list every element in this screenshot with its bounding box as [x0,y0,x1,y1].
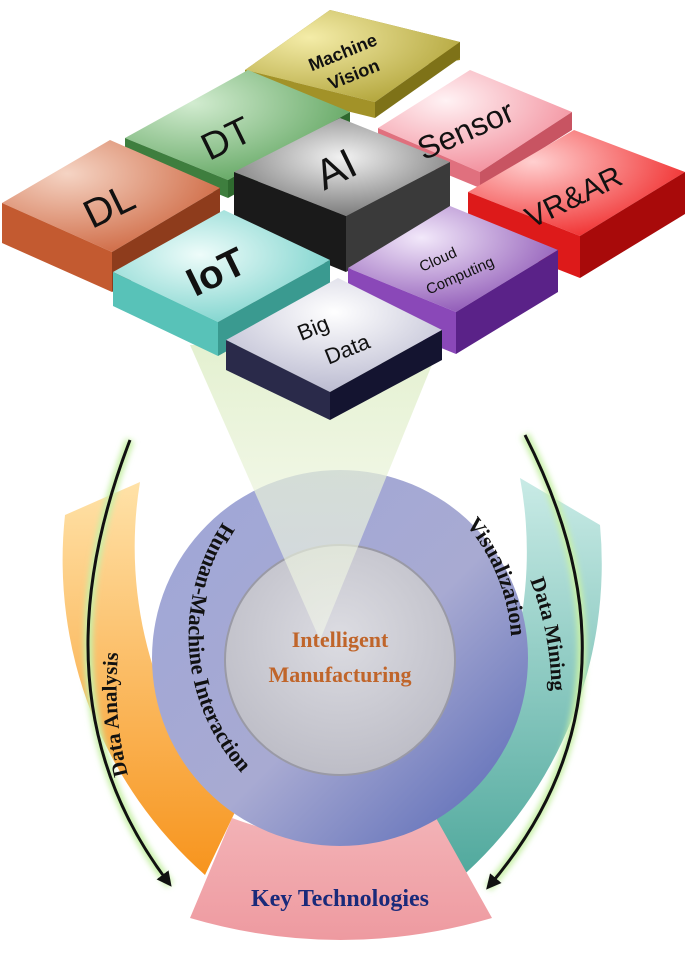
key-technologies-wedge [190,818,492,940]
tile-big-data [226,278,442,420]
left-arrow [83,438,174,888]
key-technologies-label: Key Technologies [251,886,429,912]
tile-machine-vision [245,10,460,118]
data-analysis-band [62,482,236,875]
center-title-line2: Manufacturing [269,662,412,687]
right-arrow [484,432,587,891]
ring-diagram [62,470,602,940]
tile-ai [234,118,450,272]
light-beam [190,345,440,640]
technology-tiles [2,10,685,420]
center-title-line1: Intelligent [292,627,389,652]
